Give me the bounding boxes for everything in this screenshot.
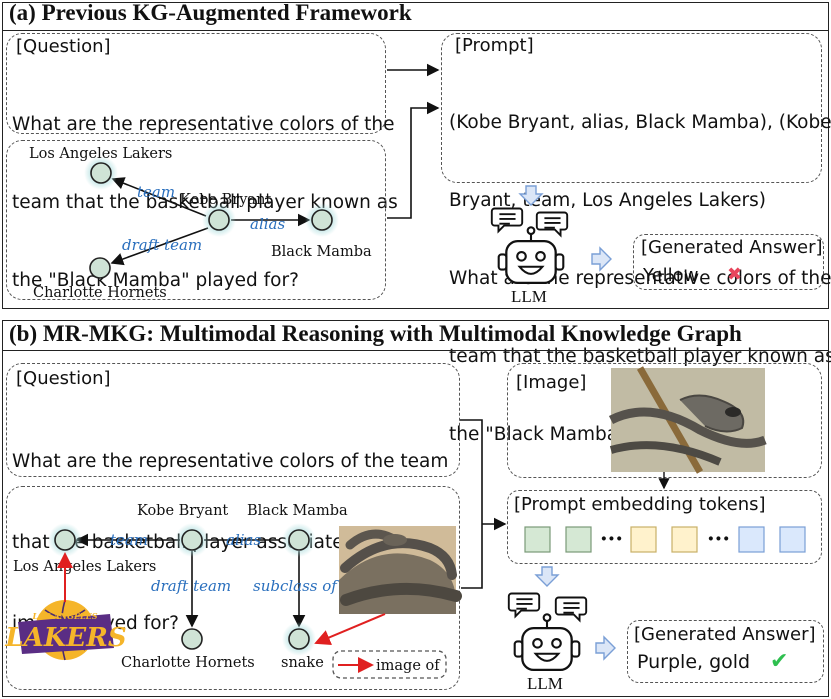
node-hornets-a xyxy=(89,257,111,279)
answer-box-b xyxy=(627,620,824,683)
snake-photo xyxy=(608,366,767,474)
panel-b-title-divider xyxy=(2,350,829,351)
arrow-kg-to-prompt-a xyxy=(387,101,440,219)
panel-b xyxy=(2,320,829,697)
down-arrow-icon xyxy=(535,566,559,587)
speech-bubble-icon xyxy=(507,592,541,618)
node-snake-b xyxy=(288,628,310,650)
token-green xyxy=(524,526,551,553)
llm-label-b: LLM xyxy=(527,674,563,693)
entity-lakers-a: Los Angeles Lakers xyxy=(29,146,172,162)
prompt-text-a: (Kobe Bryant, alias, Black Mamba), (Kobe… xyxy=(449,58,831,474)
relation-team-a: team xyxy=(137,183,175,201)
lakers-logo-icon: LOS ANGELES LAKERS xyxy=(4,599,127,661)
robot-icon xyxy=(497,226,565,285)
right-arrow-icon xyxy=(591,247,612,271)
tokens-box-b xyxy=(507,490,822,564)
cross-icon: ✖ xyxy=(727,264,743,285)
question-line: What are the representative colors of th… xyxy=(12,114,395,135)
answer-text-a: Yellow xyxy=(643,265,699,286)
panel-b-title: (b) MR-MKG: Multimodal Reasoning with Mu… xyxy=(9,321,742,346)
question-header-a: [Question] xyxy=(16,36,111,57)
token-yellow xyxy=(671,526,698,553)
question-header-b: [Question] xyxy=(16,368,111,389)
snake-photo xyxy=(339,526,462,614)
entity-hornets-b: Charlotte Hornets xyxy=(121,655,255,671)
edge-team-a xyxy=(111,177,207,217)
question-line: What are the representative colors of th… xyxy=(12,451,449,472)
entity-hornets-a: Charlotte Hornets xyxy=(33,285,167,301)
kg-graph-a: Los Angeles Lakers Kobe Bryant Black Mam… xyxy=(29,146,372,301)
prompt-line: Bryant, team, Los Angeles Lakers) xyxy=(449,190,766,211)
node-kobe-a xyxy=(208,209,230,231)
kg-graph-b: Kobe Bryant Black Mamba Los Angeles Lake… xyxy=(4,503,462,679)
speech-bubble-icon xyxy=(490,207,524,233)
relation-subclass-b: subclass of xyxy=(253,577,339,595)
kg-box-b xyxy=(6,486,460,690)
entity-mamba-b: Black Mamba xyxy=(247,503,348,519)
logo-text-main: LAKERS xyxy=(4,623,126,653)
bracket-question-kg-b xyxy=(460,419,483,589)
token-blue xyxy=(779,526,806,553)
edge-draft-a xyxy=(110,227,209,266)
token-blue xyxy=(738,526,765,553)
panel-a-title: (a) Previous KG-Augmented Framework xyxy=(9,0,412,25)
legend-label: image of xyxy=(376,658,441,674)
prompt-box-a xyxy=(441,33,822,183)
prompt-line: team that the basketball player known as xyxy=(449,346,831,367)
entity-kobe-b: Kobe Bryant xyxy=(137,503,228,519)
speech-bubble-icon xyxy=(554,596,588,622)
node-lakers-b xyxy=(54,529,76,551)
node-mamba-a xyxy=(311,209,333,231)
answer-header-a: [Generated Answer] xyxy=(641,237,823,258)
entity-snake-b: snake xyxy=(281,655,324,671)
prompt-header-a: [Prompt] xyxy=(455,35,534,56)
token-ellipsis: ··· xyxy=(600,526,623,552)
kg-box-a xyxy=(6,140,386,300)
question-box-a xyxy=(6,33,386,134)
entity-kobe-a: Kobe Bryant xyxy=(180,192,271,208)
node-mamba-b xyxy=(288,529,310,551)
panel-a-title-divider xyxy=(2,30,829,31)
down-arrow-icon xyxy=(519,185,543,206)
llm-label-a: LLM xyxy=(511,287,547,306)
tokens-header-b: [Prompt embedding tokens] xyxy=(514,494,766,515)
relation-alias-b: alias xyxy=(226,531,261,549)
embedding-tokens: ··· ··· xyxy=(524,526,806,553)
answer-header-b: [Generated Answer] xyxy=(634,624,816,645)
answer-text-b: Purple, gold xyxy=(637,651,751,673)
answer-box-a xyxy=(633,234,824,290)
panel-a xyxy=(2,2,829,309)
question-box-b xyxy=(6,363,460,477)
token-ellipsis: ··· xyxy=(707,526,730,552)
image-header-b: [Image] xyxy=(516,372,587,393)
speech-bubble-icon xyxy=(535,211,569,237)
logo-text-top: LOS ANGELES xyxy=(31,611,97,621)
check-icon: ✔ xyxy=(770,649,789,674)
entity-mamba-a: Black Mamba xyxy=(271,244,372,260)
relation-alias-a: alias xyxy=(250,215,285,233)
token-green xyxy=(565,526,592,553)
relation-draft-b: draft team xyxy=(151,577,231,595)
right-arrow-icon xyxy=(595,636,616,660)
token-yellow xyxy=(630,526,657,553)
node-lakers-a xyxy=(90,162,112,184)
node-hornets-b xyxy=(181,628,203,650)
node-kobe-b xyxy=(181,529,203,551)
relation-draft-a: draft team xyxy=(122,236,202,254)
robot-icon xyxy=(513,613,581,672)
prompt-line: (Kobe Bryant, alias, Black Mamba), (Kobe xyxy=(449,112,831,133)
entity-lakers-b: Los Angeles Lakers xyxy=(13,559,156,575)
red-arrow-image-to-snake xyxy=(314,613,386,645)
relation-team-b: team xyxy=(110,531,148,549)
